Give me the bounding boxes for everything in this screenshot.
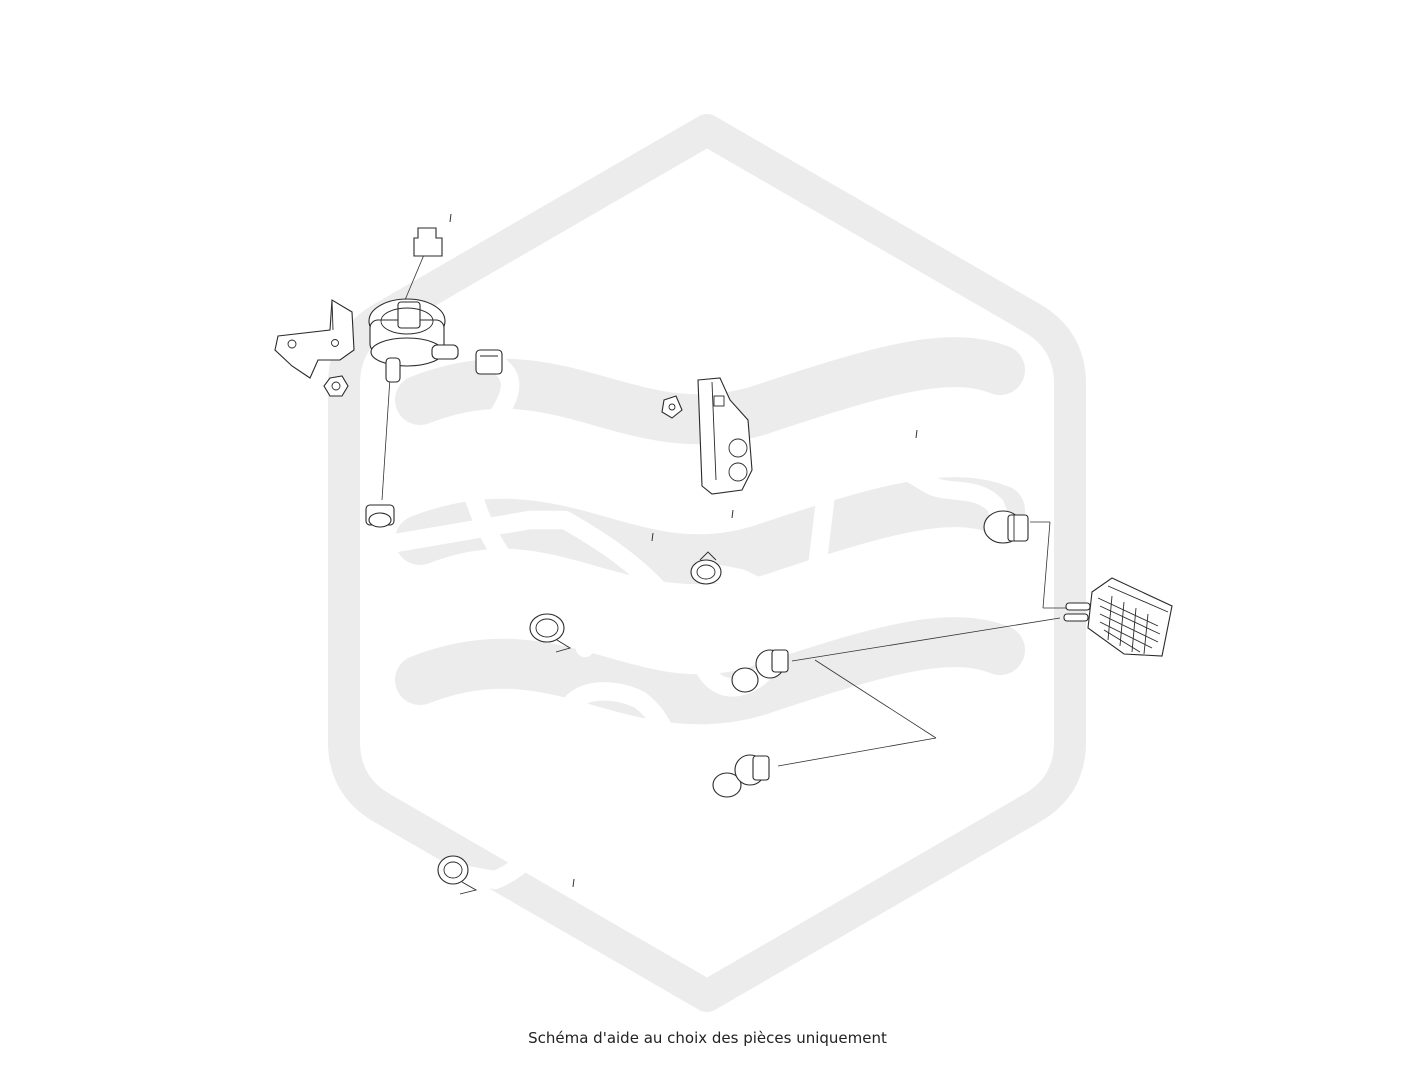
pump-bracket — [274, 299, 355, 379]
small-clip — [661, 395, 683, 419]
hose-right-upper — [698, 439, 1015, 615]
diagram-caption: Schéma d'aide au choix des pièces unique… — [528, 1029, 887, 1047]
hose-long-s — [461, 350, 595, 658]
leader-pump-hose — [381, 377, 391, 501]
leader-lines — [381, 249, 1068, 767]
heater-core — [1063, 577, 1173, 657]
clamp-long-s-top — [475, 349, 503, 375]
nut — [323, 375, 349, 397]
clamp-pump-hose — [365, 504, 395, 528]
hose-fittings — [365, 349, 1029, 895]
leader-connector-pump — [404, 249, 427, 301]
watermark-hexagon — [328, 114, 1086, 1012]
parts-diagram — [274, 114, 1173, 1012]
clamp-long-s-bottom — [529, 613, 572, 653]
hose-bottom-long — [445, 682, 755, 890]
fitting-right-upper-end — [983, 510, 1029, 544]
leader-radiator-top-b — [1042, 521, 1051, 609]
fitting-bottom-elbow — [712, 754, 770, 798]
water-pump — [368, 298, 459, 383]
hose-holder-bracket — [697, 377, 753, 495]
leader-junction-a — [814, 659, 937, 739]
index-ticks — [449, 213, 918, 888]
clamp-bottom-long — [437, 855, 478, 895]
clamp-right-upper-left — [690, 551, 722, 585]
leader-junction-b — [777, 737, 937, 767]
fitting-y-junction — [731, 649, 789, 693]
leader-radiator-bottom — [791, 617, 1061, 662]
pump-connector — [413, 227, 443, 257]
